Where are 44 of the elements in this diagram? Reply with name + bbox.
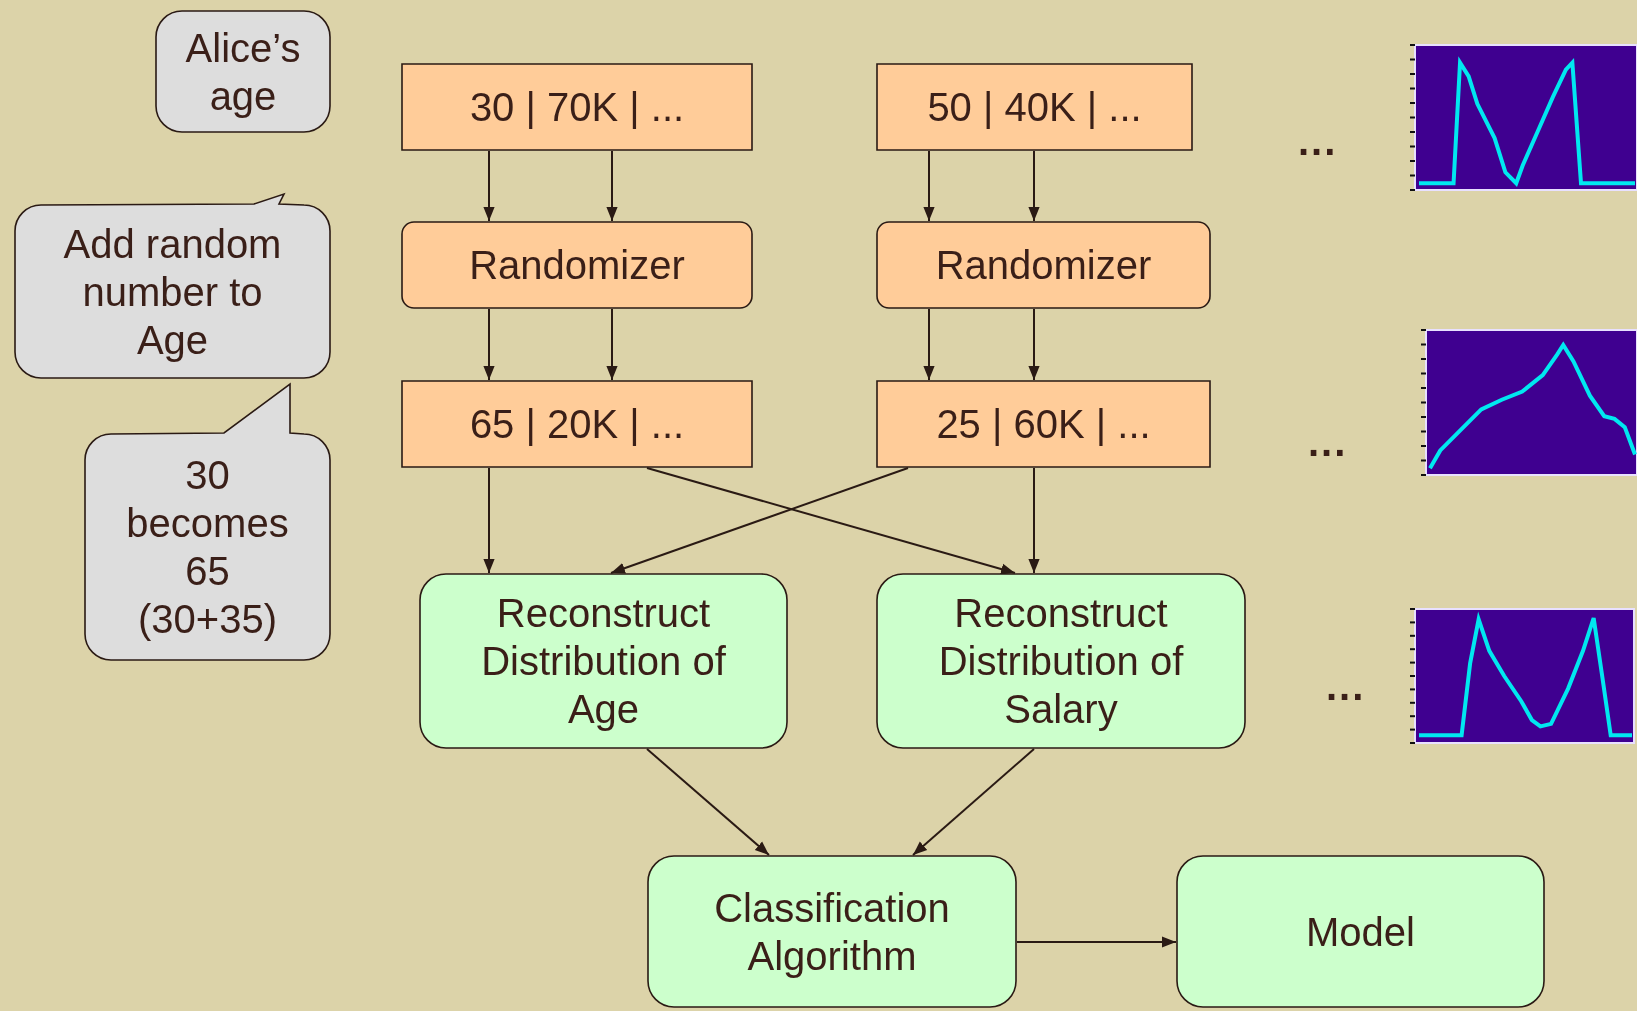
- node-text: Reconstruct Distribution of Salary: [937, 590, 1185, 733]
- arrow: [483, 308, 495, 381]
- node-text: Model: [1306, 908, 1415, 956]
- process-box: [647, 855, 1017, 1008]
- speech-bubble: [155, 10, 331, 133]
- record-box: [876, 380, 1211, 468]
- arrow: [483, 467, 495, 574]
- node-text: Add random number to Age: [62, 220, 283, 364]
- ellipsis-text: ...: [1298, 121, 1338, 161]
- arrow: [923, 308, 935, 381]
- process-box: [876, 221, 1211, 309]
- arrow: [1028, 308, 1040, 381]
- node-text: Alice’s age: [184, 24, 302, 120]
- arrow: [610, 467, 909, 574]
- node-text: 50 | 40K | ...: [927, 84, 1142, 131]
- arrow: [606, 308, 618, 381]
- arrow: [1016, 936, 1177, 948]
- node-text: 65 | 20K | ...: [469, 401, 685, 448]
- node-text: Randomizer: [469, 242, 685, 289]
- node-text: 25 | 60K | ...: [936, 401, 1151, 448]
- arrow: [646, 467, 1016, 575]
- process-box: [1176, 855, 1545, 1008]
- speech-bubble: [84, 384, 331, 661]
- process-box: [419, 573, 788, 749]
- node-text: Classification Algorithm: [713, 884, 951, 980]
- node-text: Reconstruct Distribution of Age: [480, 590, 727, 733]
- arrow: [1028, 467, 1040, 574]
- process-box: [401, 221, 753, 309]
- arrow: [923, 150, 935, 222]
- record-box: [876, 63, 1193, 151]
- process-box: [876, 573, 1246, 749]
- arrow: [646, 748, 770, 856]
- arrow: [912, 748, 1035, 856]
- speech-bubble: [14, 194, 331, 379]
- ellipsis-text: ...: [1308, 422, 1348, 462]
- ellipsis-text: ...: [1326, 666, 1366, 706]
- node-text: 30 becomes 65 (30+35): [125, 452, 290, 643]
- record-box: [401, 63, 753, 151]
- record-box: [401, 380, 753, 468]
- node-text: 30 | 70K | ...: [469, 84, 685, 131]
- arrow: [1028, 150, 1040, 222]
- arrow: [606, 150, 618, 222]
- node-text: Randomizer: [935, 242, 1152, 289]
- arrow: [483, 150, 495, 222]
